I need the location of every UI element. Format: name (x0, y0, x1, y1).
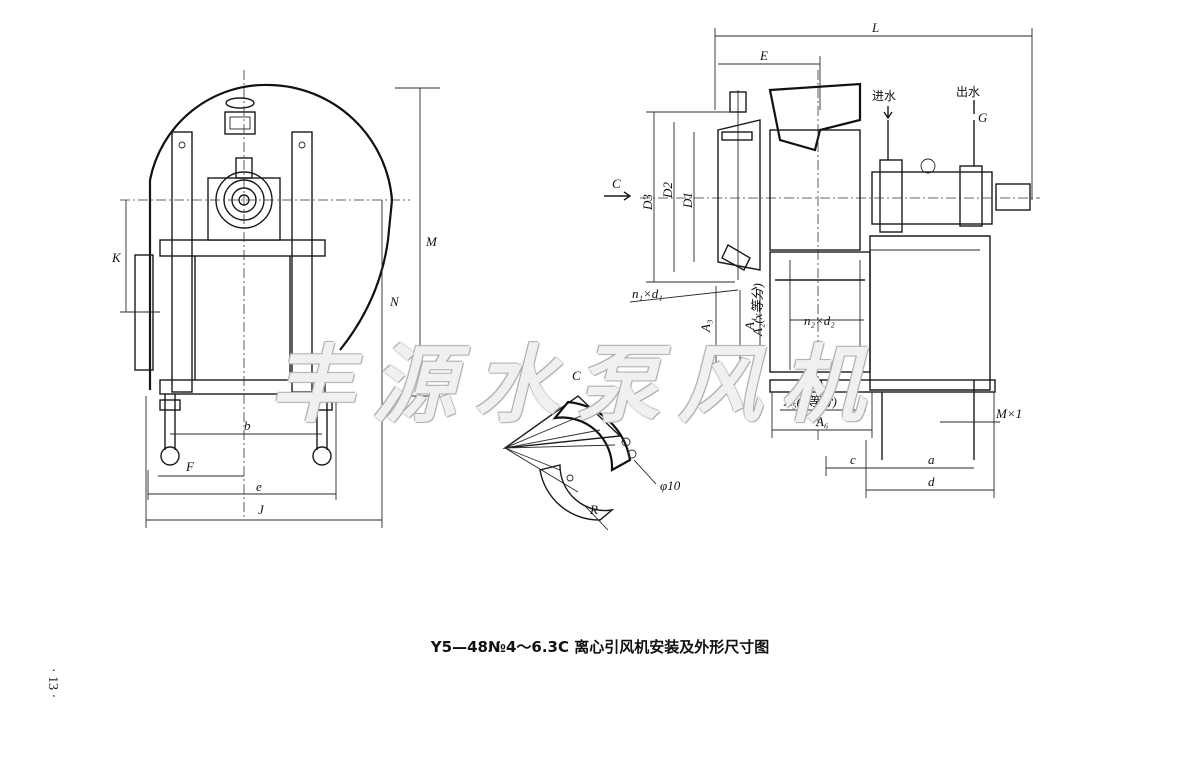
shaft-end (995, 183, 1031, 211)
frame-leg-right (291, 131, 313, 393)
watermark: 丰源水泵风机 (270, 335, 883, 434)
label-G: G (978, 110, 988, 125)
front-view: M N K b F e J (111, 70, 440, 528)
label-A1: A₁ (742, 318, 757, 331)
base-plate (159, 239, 326, 257)
detail-view-c: C R φ10 (502, 368, 681, 531)
dim-R (584, 505, 609, 531)
label-d: d (928, 474, 935, 489)
label-Mx1: M×1 (995, 406, 1022, 421)
label-a: a (928, 452, 935, 467)
label-R: R (589, 502, 598, 517)
label-A3: A₃ (698, 320, 713, 333)
figure-caption: Y5—48№4～6.3C 离心引风机安装及外形尺寸图 (430, 638, 770, 656)
label-e: e (256, 479, 262, 494)
label-N: N (389, 294, 400, 309)
top-handle (225, 97, 255, 109)
label-A2x: A₂(x等分) (750, 283, 765, 337)
label-D2: D2 (660, 182, 675, 199)
outlet-flange (134, 254, 154, 371)
detail-flange-arc (552, 400, 632, 472)
label-water-in: 进水 (872, 89, 896, 103)
casing-body (769, 129, 861, 251)
label-D1: D1 (680, 192, 695, 209)
label-A6: A₆ (815, 414, 828, 429)
label-water-out: 出水 (956, 85, 980, 99)
anchor-bolt-left (159, 394, 181, 466)
page-number: · 13 · (45, 668, 60, 699)
label-E: E (759, 48, 768, 63)
inlet-cone (717, 119, 761, 271)
label-M: M (425, 234, 438, 249)
label-detail-C: C (572, 368, 581, 383)
label-C-arrow: C (612, 176, 621, 191)
frame-leg-left (171, 131, 193, 393)
label-K: K (111, 250, 122, 265)
label-D3: D3 (640, 194, 655, 211)
casing-top (768, 82, 862, 152)
label-L: L (871, 20, 879, 35)
pedestal (869, 235, 991, 391)
label-n1d1: n₁×d₁ (632, 286, 663, 301)
label-J: J (258, 502, 265, 517)
label-n2d2: n₂×d₂ (804, 313, 835, 328)
label-c: c (850, 452, 856, 467)
volute-casing (148, 83, 394, 390)
bottom-base (159, 379, 326, 395)
label-A4: A₄ (815, 376, 829, 391)
anchor-bolt-right (311, 394, 333, 466)
label-b: b (244, 418, 251, 433)
inspection-window (224, 111, 256, 135)
label-A5y: A₅(y等分) (783, 394, 837, 409)
label-phi10: φ10 (660, 478, 681, 493)
label-F: F (185, 459, 195, 474)
side-view: L E 进水 (604, 20, 1040, 498)
